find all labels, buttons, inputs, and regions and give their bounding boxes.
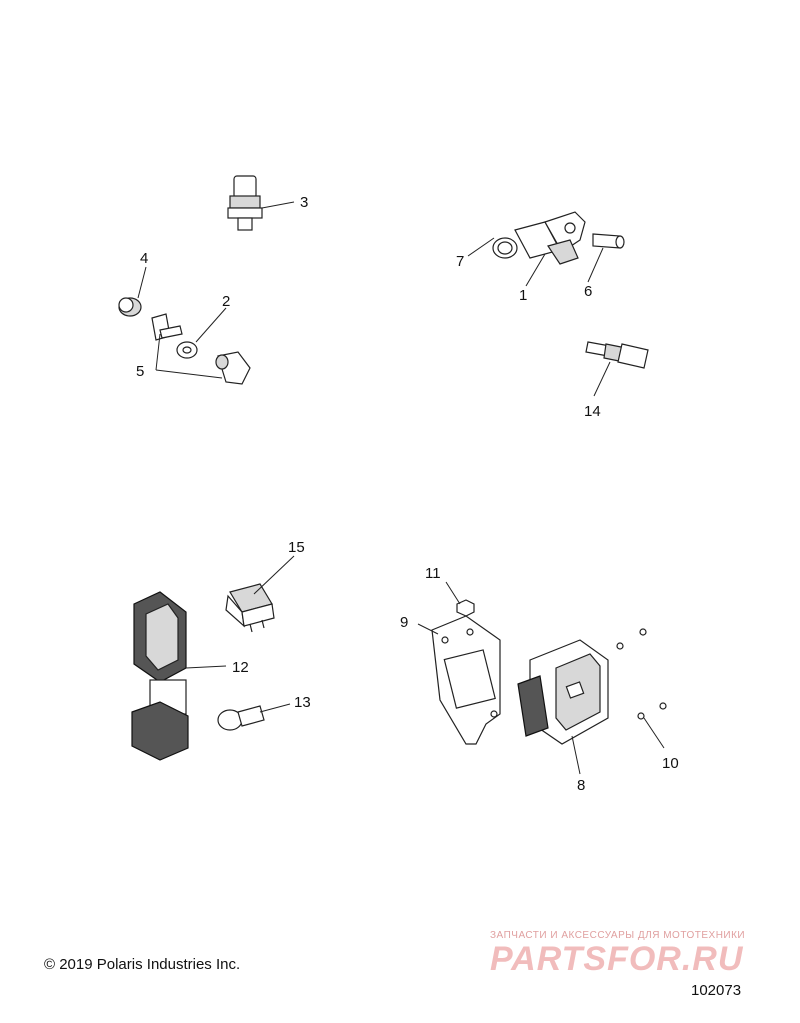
part-7-oring xyxy=(492,237,518,259)
callout-9: 9 xyxy=(400,614,408,631)
callout-14: 14 xyxy=(584,403,601,420)
callout-4: 4 xyxy=(140,250,148,267)
watermark-tagline: ЗАПЧАСТИ И АКСЕССУАРЫ ДЛЯ МОТОТЕХНИКИ xyxy=(490,930,746,941)
part-13-fastener xyxy=(217,705,265,731)
part-5-sensor xyxy=(215,351,251,385)
leader-lines xyxy=(137,201,665,775)
part-4-cap xyxy=(118,297,142,317)
part-8-ecu xyxy=(517,639,609,745)
callout-11: 11 xyxy=(425,565,441,582)
part-10-screws xyxy=(616,628,667,720)
callout-6: 6 xyxy=(584,283,592,300)
part-15-relay xyxy=(225,583,275,633)
callout-12: 12 xyxy=(232,659,249,676)
callout-13: 13 xyxy=(294,694,311,711)
callout-7: 7 xyxy=(456,253,464,270)
part-1-sensor xyxy=(514,211,586,265)
part-2-washer xyxy=(176,341,198,359)
callout-5: 5 xyxy=(136,363,144,380)
callout-8: 8 xyxy=(577,777,585,794)
part-12-module xyxy=(131,591,189,761)
part-14-sensor xyxy=(585,341,649,369)
callout-15: 15 xyxy=(288,539,305,556)
part-5-tab xyxy=(151,313,183,341)
part-11-nut xyxy=(456,599,475,617)
callout-1: 1 xyxy=(519,287,527,304)
part-9-bracket xyxy=(431,615,501,745)
copyright-notice: © 2019 Polaris Industries Inc. xyxy=(44,956,241,973)
part-3-sensor xyxy=(227,175,263,231)
watermark-brand: PARTSFOR.RU xyxy=(490,940,744,978)
part-6-pin xyxy=(592,233,625,249)
callout-labels: 3 4 2 5 7 1 6 14 15 12 13 11 9 8 10 xyxy=(136,194,679,794)
callout-10: 10 xyxy=(662,755,679,772)
callout-2: 2 xyxy=(222,293,230,310)
drawing-number: 102073 xyxy=(691,982,742,999)
callout-3: 3 xyxy=(300,194,308,211)
